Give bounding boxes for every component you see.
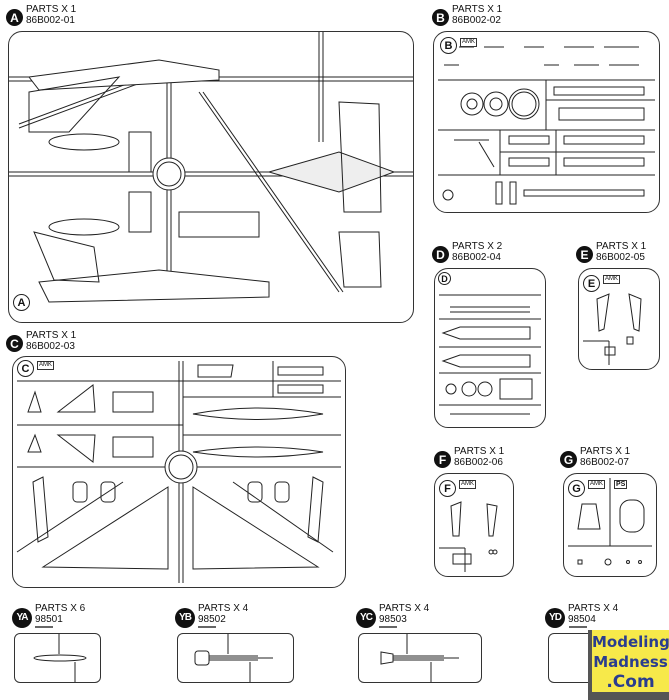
watermark-line3: .Com — [606, 672, 655, 692]
sprue-f-frame: F AMK — [434, 473, 514, 577]
watermark-line1: Modeling — [592, 633, 669, 651]
sprue-yb-drawing — [194, 634, 273, 682]
sprue-b-code: 86B002-02 — [452, 15, 501, 26]
sprue-b-letter: B — [440, 37, 457, 54]
sprue-ya-drawing — [33, 634, 87, 682]
sprue-a-letter-top: A — [13, 294, 30, 311]
sprue-g-badge: G — [560, 451, 577, 468]
modeling-madness-watermark: Modeling Madness .Com — [588, 630, 669, 700]
sprue-c-badge: C — [6, 335, 23, 352]
sprue-yb-frame — [177, 626, 294, 683]
sprue-e-brand: AMK — [603, 275, 621, 284]
sprue-g-brand: AMK — [588, 480, 606, 489]
sprue-f-badge: F — [434, 451, 451, 468]
sprue-d-badge: D — [432, 246, 449, 263]
sprue-d-drawing — [439, 294, 541, 415]
sprue-c-letter: C — [17, 360, 34, 377]
sprue-f-parts: PARTS X 1 — [454, 446, 505, 457]
sprue-a-parts: PARTS X 1 — [26, 4, 77, 15]
sprue-b-brand: AMK — [460, 38, 478, 47]
sprue-d-frame: D — [434, 268, 546, 428]
sprue-yc-drawing — [380, 634, 459, 682]
sprue-c-brand: AMK — [37, 361, 55, 370]
sprue-g-ps-label: PS — [614, 480, 628, 489]
sprue-a-code: 86B002-01 — [26, 15, 75, 26]
sprue-yd-code: 98504 — [568, 614, 596, 625]
sprue-yd-badge: YD — [545, 608, 565, 628]
sprue-e-letter: E — [583, 275, 600, 292]
sprue-a-badge: A — [6, 9, 23, 26]
sprue-f-brand: AMK — [459, 480, 477, 489]
sprue-b-drawing — [438, 46, 655, 205]
sprue-a-drawing — [9, 32, 413, 303]
watermark-line2: Madness — [593, 653, 668, 671]
sprue-d-letter: D — [438, 272, 451, 285]
sprue-b-frame: B AMK — [433, 31, 660, 213]
sprue-ya-badge: YA — [12, 608, 32, 628]
sprue-yb-parts: PARTS X 4 — [198, 603, 249, 614]
sprue-d-code: 86B002-04 — [452, 252, 501, 263]
sprue-d-parts: PARTS X 2 — [452, 241, 503, 252]
sprue-a-frame: A — [8, 31, 414, 323]
sprue-e-code: 86B002-05 — [596, 252, 645, 263]
sprue-f-drawing — [439, 501, 498, 572]
sprue-yd-parts: PARTS X 4 — [568, 603, 619, 614]
sprue-c-frame: C AMK — [12, 356, 346, 588]
sprue-yc-badge: YC — [356, 608, 376, 628]
sprue-ya-code: 98501 — [35, 614, 63, 625]
sprue-g-code: 86B002-07 — [580, 457, 629, 468]
sprue-f-code: 86B002-06 — [454, 457, 503, 468]
sprue-e-badge: E — [576, 246, 593, 263]
sprue-yc-frame — [358, 626, 482, 683]
sprue-f-letter: F — [439, 480, 456, 497]
sprue-e-parts: PARTS X 1 — [596, 241, 647, 252]
sprue-b-parts: PARTS X 1 — [452, 4, 503, 15]
sprue-g-parts: PARTS X 1 — [580, 446, 631, 457]
sprue-g-letter: G — [568, 480, 585, 497]
sprue-c-code: 86B002-03 — [26, 341, 75, 352]
sprue-b-badge: B — [432, 9, 449, 26]
sprue-c-drawing — [16, 361, 341, 583]
sprue-yc-code: 98503 — [379, 614, 407, 625]
sprue-yc-parts: PARTS X 4 — [379, 603, 430, 614]
sprue-c-parts: PARTS X 1 — [26, 330, 77, 341]
sprue-e-drawing — [583, 293, 642, 365]
sprue-ya-parts: PARTS X 6 — [35, 603, 86, 614]
sprue-yb-code: 98502 — [198, 614, 226, 625]
sprue-g-frame: G AMK PS — [563, 473, 657, 577]
sprue-g-drawing — [568, 478, 652, 566]
sprue-yb-badge: YB — [175, 608, 195, 628]
sprue-e-frame: E AMK — [578, 268, 660, 370]
sprue-ya-frame — [14, 626, 101, 683]
